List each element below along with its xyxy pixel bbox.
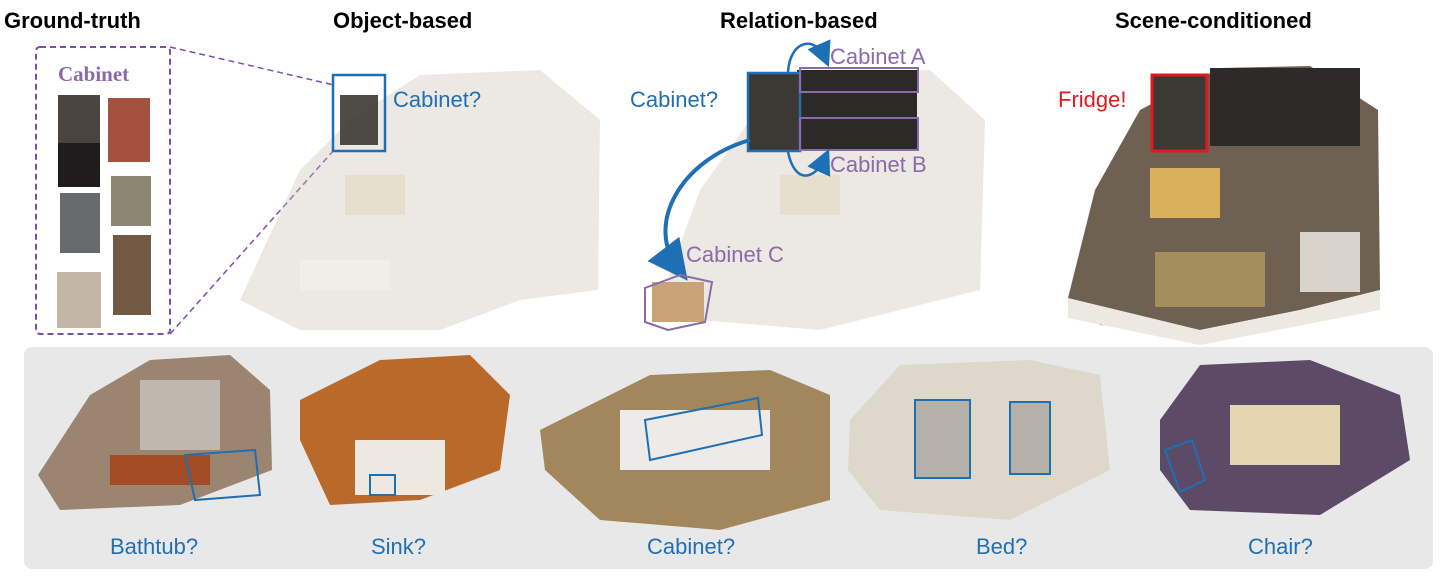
ground-truth-label: Cabinet [58, 62, 129, 86]
relation-based-query-label: Cabinet? [630, 87, 718, 112]
zoom-line-top [169, 46, 335, 86]
bottom-scene-bathtub [38, 355, 272, 510]
bottom-label-cabinet: Cabinet? [647, 534, 735, 559]
cabinet-b-box [799, 117, 919, 151]
title-ground-truth: Ground-truth [4, 8, 141, 33]
cabinet-b-label: Cabinet B [830, 152, 927, 177]
bottom-label-chair: Chair? [1248, 534, 1313, 559]
bottom-label-sink: Sink? [371, 534, 426, 559]
bottom-label-bed: Bed? [976, 534, 1027, 559]
scene-conditioned-fridge-crop [1152, 75, 1207, 151]
arrow-to-cabinet-a [786, 39, 831, 73]
cabinet-c-cube [644, 273, 714, 332]
bottom-scene-chair [1160, 360, 1410, 515]
scene-conditioned-scene [1068, 66, 1380, 345]
gt-cabinet-thumb [58, 95, 100, 143]
object-based-fridge-crop [340, 95, 378, 145]
title-object-based: Object-based [333, 8, 472, 33]
arrow-to-cabinet-c [647, 138, 751, 281]
gt-cabinet-thumb [57, 272, 101, 328]
zoom-line-bottom [169, 149, 335, 335]
bottom-scene-sink [300, 355, 510, 505]
object-based-query-box [331, 73, 387, 153]
cabinet-a-box [799, 67, 919, 93]
cabinet-a-label: Cabinet A [830, 44, 926, 69]
title-relation-based: Relation-based [720, 8, 878, 33]
relation-based-fridge-crop [748, 73, 800, 151]
scene-conditioned-answer-box [1150, 73, 1209, 153]
title-scene-conditioned: Scene-conditioned [1115, 8, 1312, 33]
gt-cabinet-thumb [108, 98, 150, 162]
scene-conditioned-answer-label: Fridge! [1058, 87, 1126, 112]
object-based-scene [240, 70, 600, 330]
relation-based-query-box [746, 71, 802, 153]
cabinet-c-label: Cabinet C [686, 242, 784, 267]
ground-truth-panel: Cabinet [35, 46, 171, 335]
gt-cabinet-thumb [113, 235, 151, 315]
object-based-query-label: Cabinet? [393, 87, 481, 112]
arrow-to-cabinet-b [786, 148, 831, 177]
gt-cabinet-thumb [58, 143, 100, 187]
bottom-scene-bed [848, 360, 1110, 520]
gt-cabinet-thumb [111, 176, 151, 226]
gt-cabinet-thumb [60, 193, 100, 253]
relation-based-cabinets-dark [797, 70, 917, 150]
bottom-label-bathtub: Bathtub? [110, 534, 198, 559]
bottom-scene-cabinet [540, 370, 830, 530]
